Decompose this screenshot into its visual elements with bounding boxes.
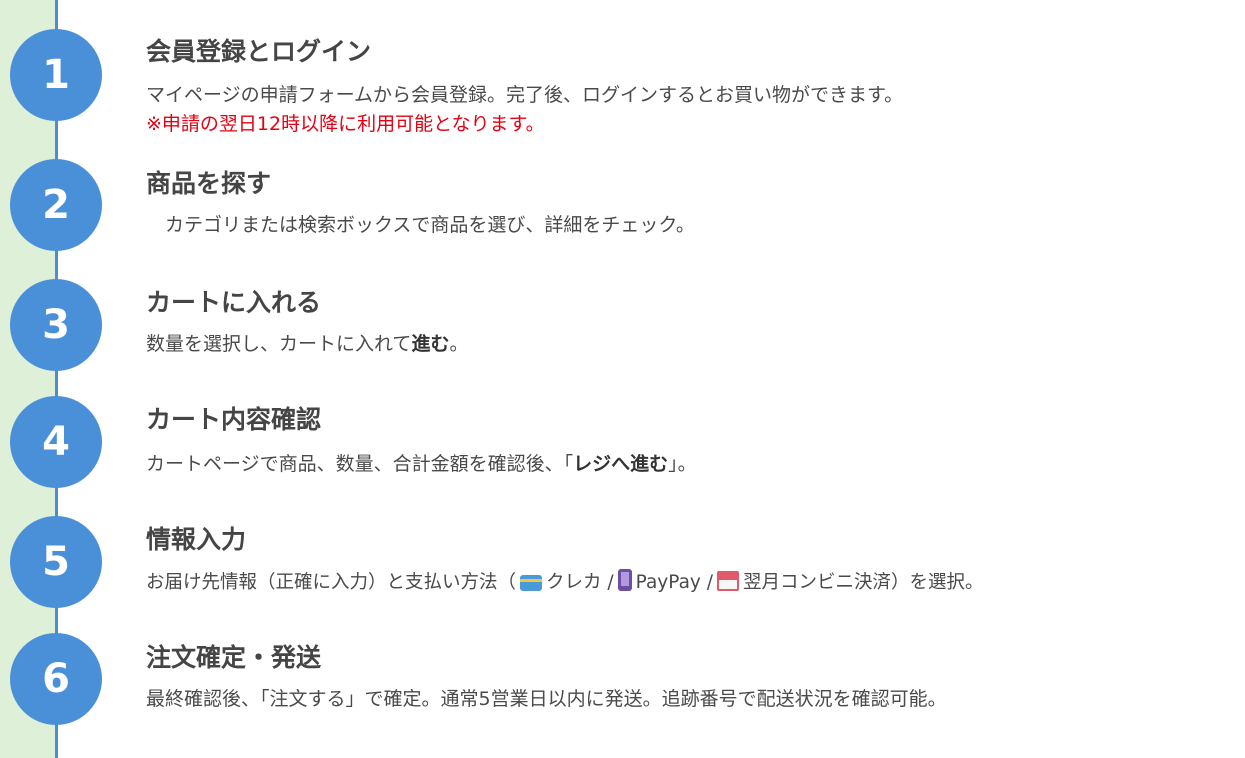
step-title: 商品を探す xyxy=(146,169,272,198)
step-number: 4 xyxy=(42,419,70,465)
step-5: 5 情報入力 お届け先情報（正確に入力）と支払い方法（ クレカ / PayPay /… xyxy=(0,0,1245,608)
step-title: 会員登録とログイン xyxy=(146,37,372,66)
step-title: カートに入れる xyxy=(146,288,322,317)
timeline-line xyxy=(55,0,58,758)
step-number: 6 xyxy=(42,656,70,702)
step-description: 最終確認後、「注文する」で確定。通常5営業日以内に発送。追跡番号で配送状況を確認… xyxy=(146,688,947,710)
side-band xyxy=(0,0,57,758)
payment-option-paypay: PayPay / xyxy=(635,572,713,593)
step-description-emphasis: 進む xyxy=(411,333,450,355)
step-description-emphasis: レジへ進む xyxy=(573,453,669,475)
step-description: カテゴリまたは検索ボックスで商品を選び、詳細をチェック。 xyxy=(146,214,695,236)
step-number-badge: 4 xyxy=(10,396,102,488)
step-number-badge: 5 xyxy=(10,516,102,608)
step-3: 3 カートに入れる 数量を選択し、カートに入れて進む。 xyxy=(0,0,1245,371)
mobile-phone-icon xyxy=(617,569,632,591)
step-number-badge: 3 xyxy=(10,279,102,371)
credit-card-icon xyxy=(520,575,543,591)
step-number-badge: 6 xyxy=(10,633,102,725)
step-2: 2 商品を探す カテゴリまたは検索ボックスで商品を選び、詳細をチェック。 xyxy=(0,0,1245,251)
step-number: 1 xyxy=(42,52,70,98)
convenience-store-icon xyxy=(716,571,739,591)
payment-option-convenience: 翌月コンビニ決済）を選択。 xyxy=(742,572,984,593)
step-description-text: 数量を選択し、カートに入れて xyxy=(146,333,412,355)
step-number: 5 xyxy=(42,539,70,585)
step-number: 2 xyxy=(42,182,70,228)
step-description: 数量を選択し、カートに入れて進む。 xyxy=(146,329,468,356)
step-title: 情報入力 xyxy=(146,525,247,554)
step-description: マイページの申請フォームから会員登録。完了後、ログインするとお買い物ができます。 xyxy=(146,84,904,106)
step-6: 6 注文確定・発送 最終確認後、「注文する」で確定。通常5営業日以内に発送。追跡… xyxy=(0,0,1245,725)
step-description: カートページで商品、数量、合計金額を確認後、「レジへ進む」。 xyxy=(146,449,697,476)
step-1: 1 会員登録とログイン マイページの申請フォームから会員登録。完了後、ログインす… xyxy=(0,0,1245,135)
step-description-suffix: 。 xyxy=(449,333,469,355)
step-description-text: カートページで商品、数量、合計金額を確認後、「 xyxy=(146,453,574,475)
step-title: カート内容確認 xyxy=(146,405,322,434)
step-number-badge: 1 xyxy=(10,29,102,121)
payment-option-credit: クレカ / xyxy=(546,572,614,593)
step-number: 3 xyxy=(42,302,70,348)
step-4: 4 カート内容確認 カートページで商品、数量、合計金額を確認後、「レジへ進む」。 xyxy=(0,0,1245,488)
step-number-badge: 2 xyxy=(10,159,102,251)
step-description-text: お届け先情報（正確に入力）と支払い方法（ xyxy=(146,572,517,593)
step-title: 注文確定・発送 xyxy=(146,643,322,672)
step-description: お届け先情報（正確に入力）と支払い方法（ クレカ / PayPay / 翌月コンビニ決… xyxy=(146,568,984,594)
step-note: ※申請の翌日12時以降に利用可能となります。 xyxy=(146,113,545,135)
step-description-suffix: 」。 xyxy=(668,453,697,475)
